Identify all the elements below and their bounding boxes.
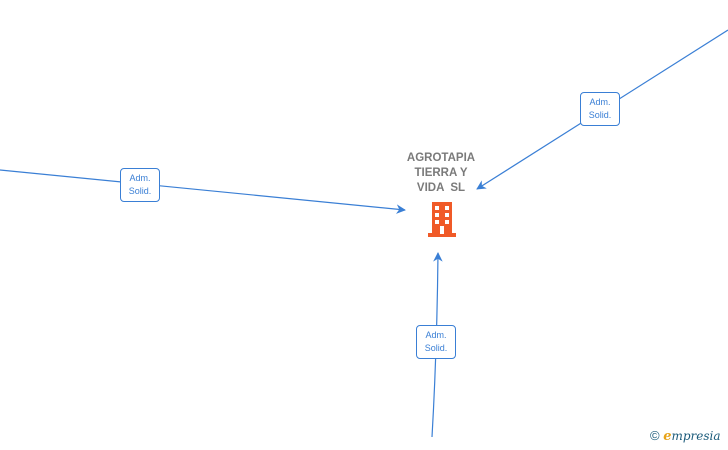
- company-name-line: AGROTAPIA: [406, 152, 476, 164]
- empresia-watermark: © empresia: [650, 428, 721, 444]
- brand-name: mpresia: [671, 429, 721, 443]
- relation-role: Adm.: [425, 330, 447, 340]
- relation-label-left[interactable]: Adm. Solid.: [120, 168, 160, 202]
- building-icon[interactable]: [426, 202, 458, 238]
- relation-label-top-right[interactable]: Adm. Solid.: [580, 92, 620, 126]
- relation-role-type: Solid.: [588, 110, 612, 120]
- copyright-symbol: ©: [650, 428, 660, 443]
- relation-role-type: Solid.: [128, 186, 152, 196]
- relation-role: Adm.: [589, 97, 611, 107]
- company-name[interactable]: AGROTAPIA TIERRA Y VIDA SL: [392, 151, 490, 196]
- relation-label-bottom[interactable]: Adm. Solid.: [416, 325, 456, 359]
- brand-initial: e: [663, 429, 672, 444]
- relation-role: Adm.: [129, 173, 151, 183]
- company-name-line: VIDA SL: [416, 182, 466, 194]
- relation-role-type: Solid.: [424, 343, 448, 353]
- company-name-line: TIERRA Y: [414, 167, 468, 179]
- edge-left: [0, 169, 406, 214]
